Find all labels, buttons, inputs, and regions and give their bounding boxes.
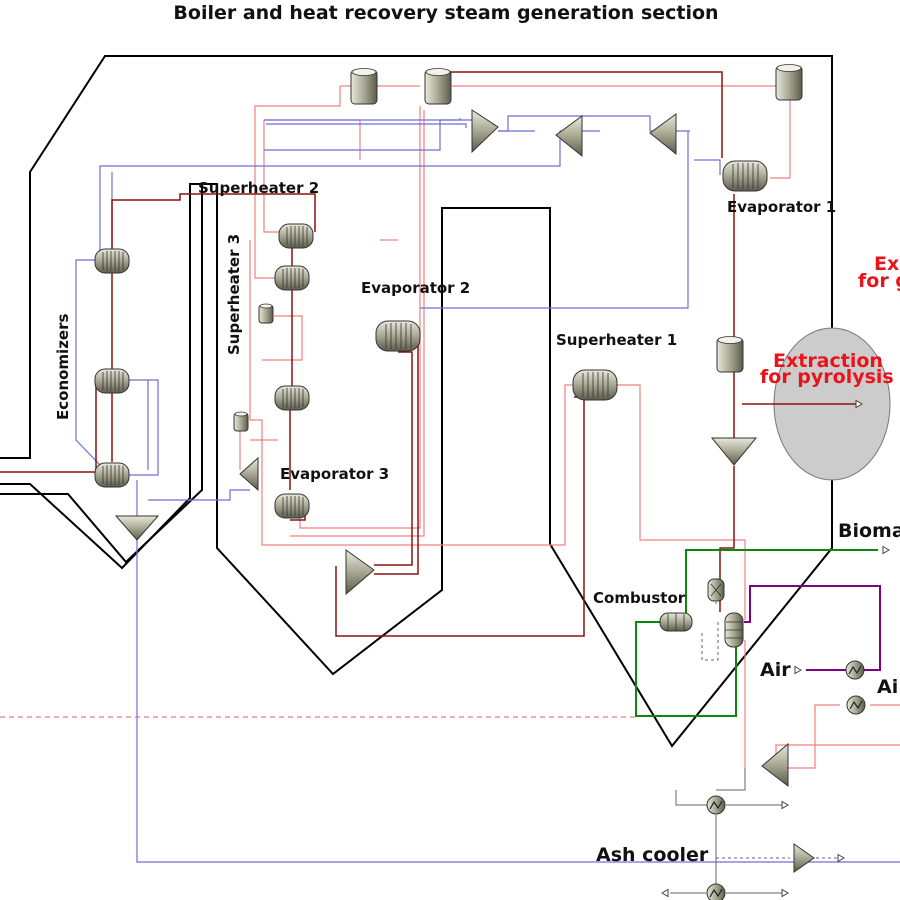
label-air-2: Ai: [877, 676, 898, 698]
splitter-icon: [114, 515, 160, 541]
superheater-2-upper-icon: [278, 223, 314, 249]
air-heater-2-icon: [846, 695, 866, 715]
mixer-icon: [471, 109, 499, 154]
outlet-arrow-icon: [781, 889, 789, 897]
ash-cooler-icon: [706, 883, 726, 900]
label-superheater-1: Superheater 1: [556, 331, 677, 349]
mixer-icon: [345, 549, 375, 596]
label-extraction-top-2: for g: [858, 270, 900, 292]
evaporator-2-icon: [375, 320, 421, 352]
evaporator-1-icon: [722, 160, 768, 192]
evaporator-3-icon: [274, 493, 310, 519]
superheater-3-icon: [274, 385, 310, 411]
mixer-icon: [555, 115, 583, 158]
feedwater-streams: [75, 115, 900, 863]
steam-streams: [0, 71, 860, 637]
label-combustor: Combustor: [593, 589, 686, 607]
cooler-icon: [706, 795, 726, 815]
mixer-icon: [761, 742, 789, 788]
mixer-icon: [239, 456, 259, 492]
combustor-icon: [659, 612, 693, 632]
boiler-casing-outline: [0, 55, 833, 748]
drum-icon: [350, 68, 378, 105]
outlet-arrow-icon: [882, 546, 890, 554]
small-drum-icon: [233, 411, 249, 432]
label-extraction-pyrolysis-2: for pyrolysis: [760, 366, 894, 388]
inlet-arrow-icon: [661, 888, 669, 898]
auxiliary-streams: [670, 768, 782, 894]
drum-icon: [424, 68, 452, 105]
label-economizers: Economizers: [54, 314, 72, 421]
dashed-streams: [701, 590, 838, 859]
label-evaporator-3: Evaporator 3: [280, 465, 389, 483]
label-extraction-top-1: Ex: [874, 253, 899, 275]
splitter-icon: [710, 437, 758, 466]
air-stream: [744, 585, 881, 671]
mixer-icon: [793, 843, 815, 873]
label-superheater-2: Superheater 2: [198, 179, 319, 197]
mixer-icon: [649, 113, 677, 156]
label-biomass: Bioma: [838, 520, 900, 542]
biomass-stream: [635, 549, 878, 717]
label-evaporator-2: Evaporator 2: [361, 279, 470, 297]
economizer-1-icon: [94, 248, 130, 274]
label-evaporator-1: Evaporator 1: [727, 198, 836, 216]
combustor-reactor-icon: [724, 612, 744, 648]
label-air: Air: [760, 659, 791, 681]
drum-icon: [716, 336, 744, 373]
superheater-1-icon: [572, 369, 618, 401]
label-extraction-pyrolysis-1: Extraction: [773, 350, 883, 372]
drum-icon: [775, 64, 803, 101]
label-ash-cooler: Ash cooler: [596, 844, 709, 866]
small-drum-icon: [258, 303, 274, 324]
economizer-2-icon: [94, 368, 130, 394]
splitters: [114, 109, 815, 873]
outlet-arrow-icon: [781, 801, 789, 809]
outlet-arrow-icon: [837, 854, 845, 862]
separator-icon: [707, 578, 725, 602]
label-superheater-3: Superheater 3: [225, 234, 243, 355]
superheater-2-lower-icon: [274, 265, 310, 291]
air-heater-icon: [845, 660, 865, 680]
page-title: Boiler and heat recovery steam generatio…: [173, 2, 718, 24]
inlet-arrow-icon: [794, 665, 802, 675]
economizer-3-icon: [94, 462, 130, 488]
